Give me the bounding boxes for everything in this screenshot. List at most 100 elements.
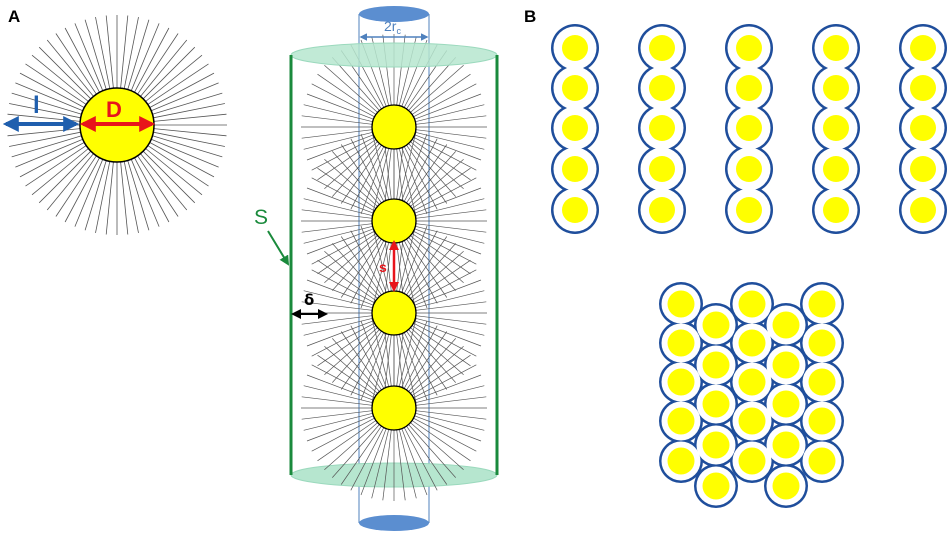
brush-chain [414,228,482,255]
brush-chain [403,138,438,202]
brush-chain [410,235,464,283]
brush-chain [38,150,92,204]
brush-chain [140,153,188,211]
brush-chain [408,143,456,197]
brush-chain [413,322,477,357]
channel-bottom-cap [359,515,429,531]
brush-chain [137,155,179,217]
brush-chain [401,333,428,401]
brush-chain [9,131,81,147]
brush-chain [95,17,111,89]
brush-chain [317,354,377,396]
brush-chain [151,82,219,112]
brush-chain [145,54,203,102]
brush-chain [303,412,373,431]
brush-chain [324,141,378,189]
brush-chain [303,385,373,404]
brush-chain [411,233,471,275]
brush-chain [414,134,482,161]
brush-chain [371,317,390,387]
brush-chain [408,338,456,392]
brush-chain [301,315,373,325]
brush-chain [46,153,94,211]
brush-chain [350,230,385,294]
brush-chain [360,147,387,215]
brush-chain [64,27,100,93]
brush-chain [403,325,438,389]
core-diameter-label: D [106,97,122,122]
panel-a-letter: A [8,7,20,26]
brush-chain [311,83,375,118]
brush-chain [415,225,485,244]
brush-chain [301,115,373,125]
brush-chain [120,161,129,235]
brush-chain [403,427,438,491]
brush-chain [360,333,387,401]
brush-chain [317,325,377,367]
particle [736,197,762,223]
brush-chain [415,198,485,217]
brush-chain [324,65,378,113]
particle [736,75,762,101]
brush-chain [332,329,380,383]
particle [736,115,762,141]
spacing-label: s [379,259,387,275]
brush-chain [301,129,373,139]
brush-chain [147,63,209,105]
brush-chain [413,364,477,399]
brush-chain [149,142,215,178]
brush-chain [306,187,374,214]
brush-chain [398,130,417,200]
brush-chain [303,198,373,217]
brush-chain [317,73,377,115]
brush-chain [105,161,114,235]
brush-chain [123,17,139,89]
brush-length-label: l [33,92,40,119]
brush-chain [317,420,377,462]
brush-chain [301,223,373,233]
particle [702,351,730,379]
brush-chain [317,259,377,301]
particle [702,390,730,418]
confining-cylinder [289,6,499,531]
brush-chain [414,415,482,442]
brush-chain [411,420,471,462]
brush-chain [142,46,196,100]
brush-chain [406,425,448,485]
brush-chain [401,133,428,201]
brush-chain [25,63,87,105]
brush-chain [403,230,438,294]
brush-chain [414,374,482,401]
brush-chain [350,332,385,396]
assembly-patterns [551,24,947,508]
particle [702,431,730,459]
brush-chain [411,139,471,181]
brush-chain [317,233,377,275]
brush-chain [46,39,94,97]
particle [910,115,936,141]
brush-chain [403,240,438,304]
brush-chain [408,243,456,297]
brush-chain [11,92,82,115]
particle-cluster [659,282,844,508]
brush-chain [415,129,487,139]
brush-chain [303,225,373,244]
brush-chain [398,334,417,404]
particle [702,472,730,500]
brush-chain [311,417,375,452]
particle [667,290,695,318]
particle [649,197,675,223]
brush-chain [398,148,417,218]
brush-chain [371,130,390,200]
brush-chain [151,138,219,168]
brush-chain [317,167,377,209]
brush-chain [350,138,385,202]
hexagonal-cluster [659,282,844,508]
surface-label: S [254,206,268,229]
brush-chain [332,243,380,297]
brush-chain [410,159,464,207]
brush-chain [414,93,482,120]
brush-chain [410,251,464,299]
brush-chain [11,135,82,158]
